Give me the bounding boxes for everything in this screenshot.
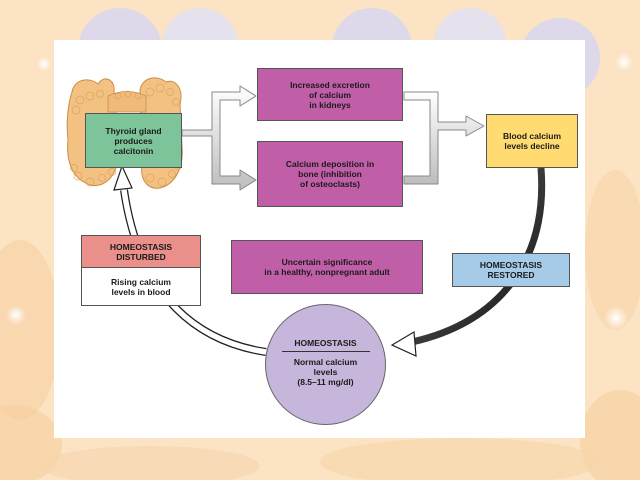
homeostasis-circle: HOMEOSTASIS Normal calcium levels (8.5–1… xyxy=(265,304,386,425)
homeostasis-title: HOMEOSTASIS xyxy=(294,338,357,348)
rising-calcium-label: Rising calcium levels in blood xyxy=(111,277,171,297)
thyroid-calcitonin-label: Thyroid gland produces calcitonin xyxy=(85,113,182,168)
bone-deposition-box: Calcium deposition in bone (inhibition o… xyxy=(257,141,403,207)
disturbed-arc-arrow xyxy=(113,164,267,356)
kidney-excretion-box: Increased excretion of calcium in kidney… xyxy=(257,68,403,121)
homeostasis-divider xyxy=(282,351,370,352)
homeostasis-disturbed-box: HOMEOSTASIS DISTURBED Rising calcium lev… xyxy=(81,235,201,306)
thyroid-output-arrow xyxy=(181,85,257,191)
blood-calcium-decline-box: Blood calcium levels decline xyxy=(486,114,578,168)
homeostasis-restored-box: HOMEOSTASIS RESTORED xyxy=(452,253,570,287)
normal-calcium-label: Normal calcium levels (8.5–11 mg/dl) xyxy=(293,357,358,387)
homeostasis-disturbed-title: HOMEOSTASIS DISTURBED xyxy=(82,236,200,268)
uncertain-significance-box: Uncertain significance in a healthy, non… xyxy=(231,240,423,294)
responses-to-decline-arrow xyxy=(403,91,485,185)
